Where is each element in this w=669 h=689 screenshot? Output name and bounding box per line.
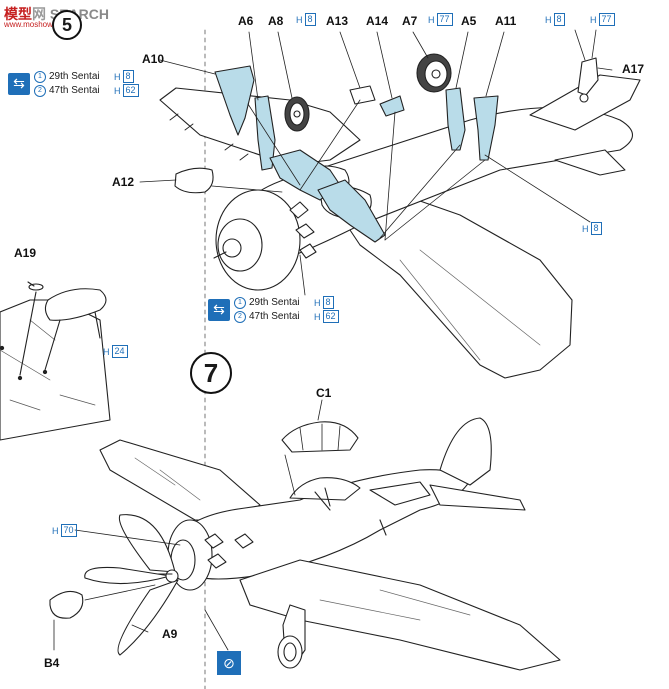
part-a19 xyxy=(28,283,44,291)
label-a5: A5 xyxy=(461,14,477,28)
part-a5-leg xyxy=(445,87,466,151)
part-a10-door xyxy=(214,65,255,136)
paint-prefix: H xyxy=(314,297,321,308)
part-a9-propeller xyxy=(84,514,179,656)
part-c1-canopy xyxy=(281,421,359,453)
watermark-prefix: 模型 xyxy=(4,6,32,22)
paint-code: 8 xyxy=(590,222,602,235)
option-marker: 1 xyxy=(34,70,46,83)
paint-code: 8 xyxy=(322,296,334,309)
paint-prefix: H xyxy=(52,525,59,536)
label-a8: A8 xyxy=(268,14,284,28)
part-drop-tank xyxy=(44,288,107,321)
label-a13: A13 xyxy=(326,14,349,28)
part-a11-door xyxy=(473,95,499,161)
part-a6-leg xyxy=(254,95,276,171)
option-marker: 1 xyxy=(234,296,246,309)
leader-lines-lower xyxy=(53,399,323,651)
option-marker: 2 xyxy=(234,310,246,323)
step-number-current: 7 xyxy=(203,357,219,388)
label-a12: A12 xyxy=(112,175,135,189)
part-gear-bay-2 xyxy=(317,179,386,243)
wheels xyxy=(284,53,452,132)
no-glue-icon: ⊘ xyxy=(217,651,241,675)
paint-prefix: H xyxy=(582,223,589,234)
step-badge-current: 7 xyxy=(190,352,232,394)
label-b4: B4 xyxy=(44,656,60,670)
option-unit: 47th Sentai xyxy=(249,311,300,322)
label-a7: A7 xyxy=(402,14,418,28)
option-unit: 47th Sentai xyxy=(49,85,100,96)
step-badge-previous: 5 xyxy=(52,10,82,40)
step-number-previous: 5 xyxy=(61,14,72,35)
paint-prefix: H xyxy=(296,14,303,25)
label-a11: A11 xyxy=(495,14,517,28)
part-b4-spinner xyxy=(49,590,84,619)
part-a12 xyxy=(174,167,214,194)
paint-prefix: H xyxy=(103,346,110,357)
watermark-middle: 网 xyxy=(32,6,46,22)
paint-code: 8 xyxy=(122,70,134,83)
left-partial-wing xyxy=(0,281,111,441)
paint-prefix: H xyxy=(590,14,597,25)
label-a6: A6 xyxy=(238,14,254,28)
paint-prefix: H xyxy=(114,85,121,96)
option-unit: 29th Sentai xyxy=(49,71,100,82)
lower-aircraft xyxy=(99,417,561,671)
label-a17: A17 xyxy=(622,62,645,76)
paint-code: 62 xyxy=(322,310,339,323)
swap-arrows-icon: ⇆ xyxy=(208,298,230,321)
paint-prefix: H xyxy=(428,14,435,25)
option-unit: 29th Sentai xyxy=(249,297,300,308)
swap-arrows-icon: ⇆ xyxy=(8,72,30,95)
part-a14 xyxy=(379,95,405,117)
label-a10: A10 xyxy=(142,52,165,66)
label-a9: A9 xyxy=(162,627,178,641)
part-a13 xyxy=(349,85,376,105)
paint-code: 8 xyxy=(553,13,565,26)
paint-prefix: H xyxy=(314,311,321,322)
label-a14: A14 xyxy=(366,14,389,28)
paint-code: 8 xyxy=(304,13,316,26)
paint-code: 62 xyxy=(122,84,139,97)
option-marker: 2 xyxy=(34,84,46,97)
label-a19: A19 xyxy=(14,246,37,260)
watermark-url: www.moshow.com xyxy=(4,20,70,29)
paint-code: 24 xyxy=(111,345,128,358)
paint-code: 70 xyxy=(60,524,77,537)
paint-code: 77 xyxy=(436,13,453,26)
paint-code: 77 xyxy=(598,13,615,26)
label-c1: C1 xyxy=(316,386,332,400)
leader-lines-top xyxy=(139,29,613,296)
paint-prefix: H xyxy=(545,14,552,25)
paint-prefix: H xyxy=(114,71,121,82)
part-a17 xyxy=(577,57,599,96)
blue-gear-parts xyxy=(214,57,599,243)
